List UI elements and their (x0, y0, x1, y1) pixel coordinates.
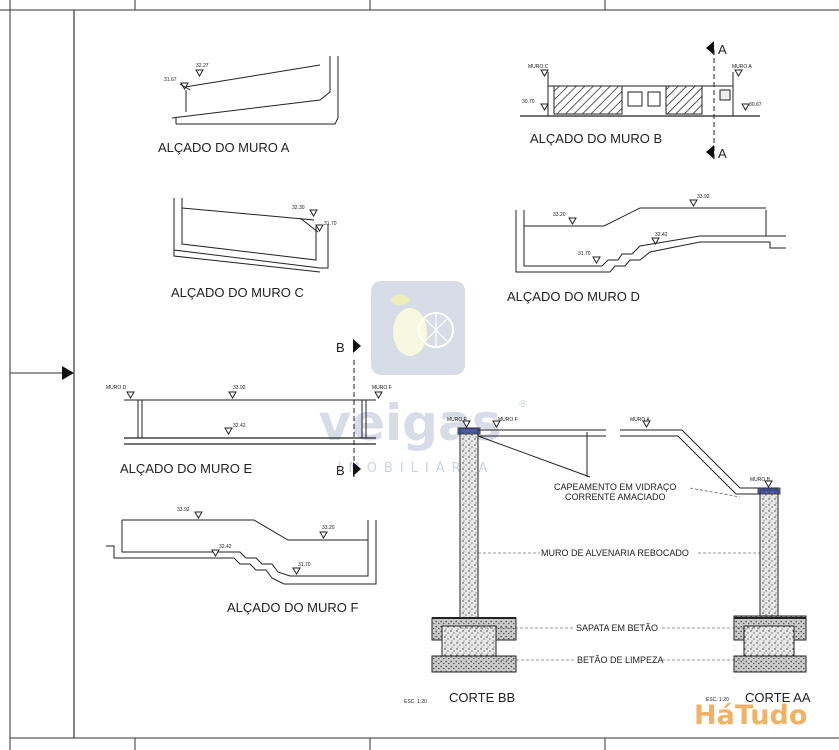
section-marker-label: A (718, 42, 727, 57)
elevation-title: ALÇADO DO MURO A (158, 140, 290, 155)
elevation-title: ALÇADO DO MURO F (227, 600, 359, 615)
section-corte-bb (431, 427, 606, 673)
section-corte-aa (620, 429, 807, 673)
elevation-muro-d (515, 199, 786, 273)
scale-label: ESC. 1:20 (404, 699, 427, 705)
note-capeamento-2: CORRENTE AMACIADO (565, 492, 666, 502)
level-label: 33.92 (233, 385, 246, 391)
elevation-muro-f (106, 511, 377, 585)
section-marker-label: B (336, 463, 345, 478)
annotation-leaders (460, 487, 760, 661)
level-label: 32.42 (233, 423, 246, 429)
level-label: 31.70 (324, 221, 337, 227)
muro-tag: MURO F (372, 385, 392, 391)
level-label: 30.67 (749, 102, 762, 108)
section-marker-label: B (336, 340, 345, 355)
section-marker-arrow (353, 462, 361, 476)
section-marker-label: A (718, 146, 727, 161)
muro-tag: MURO A (630, 417, 650, 423)
elevation-title: ALÇADO DO MURO C (171, 285, 304, 300)
section-marker-arrow (706, 41, 714, 55)
section-marker-arrow (353, 339, 361, 353)
note-capeamento-1: CAPEAMENTO EM VIDRAÇO (554, 482, 676, 492)
level-label: 33.92 (697, 194, 710, 200)
watermark-subtitle: IMOBILIÁRIA (338, 460, 495, 476)
section-title: CORTE AA (745, 690, 811, 705)
muro-tag: MURO F (498, 417, 518, 423)
level-marker (492, 420, 501, 428)
note-betao-limpeza: BETÃO DE LIMPEZA (577, 655, 664, 665)
note-sapata: SAPATA EM BETÃO (576, 623, 658, 633)
level-marker (642, 420, 651, 428)
level-label: 31.67 (164, 77, 177, 83)
level-label: 32.27 (196, 63, 209, 69)
elevation-muro-b (520, 50, 760, 160)
level-marker (764, 480, 773, 488)
muro-tag: MURO C (528, 64, 549, 70)
sheet-pointer-arrow (62, 366, 74, 380)
watermark-logo (371, 281, 465, 375)
muro-tag: MURO E (447, 417, 468, 423)
section-title: CORTE BB (449, 690, 515, 705)
elevation-muro-c (173, 198, 329, 273)
elevation-muro-a (171, 56, 339, 125)
elevation-title: ALÇADO DO MURO B (530, 131, 662, 146)
section-marker-arrow (706, 145, 714, 159)
level-label: 31.70 (578, 251, 591, 257)
watermark-registered: ® (518, 399, 528, 410)
elevation-title: ALÇADO DO MURO E (120, 461, 253, 476)
level-label: 33.20 (322, 525, 335, 531)
level-label: 32.42 (219, 544, 232, 550)
level-label: 32.30 (292, 205, 305, 211)
level-label: 32.42 (655, 232, 668, 238)
level-label: 31.70 (298, 562, 311, 568)
level-label: 33.92 (177, 507, 190, 513)
muro-tag: MURO B (750, 477, 771, 483)
note-muro-alvenaria: MURO DE ALVENARIA REBOCADO (541, 548, 689, 558)
elevation-title: ALÇADO DO MURO D (507, 289, 640, 304)
corner-watermark: HáTudo (694, 700, 807, 731)
level-marker (462, 420, 471, 428)
level-label: 33.20 (553, 212, 566, 218)
level-label: 30.70 (522, 99, 535, 105)
elevation-muro-e (124, 360, 383, 478)
muro-tag: MURO A (732, 64, 752, 70)
muro-tag: MURO D (106, 385, 127, 391)
scale-label: ESC. 1:20 (706, 697, 729, 703)
